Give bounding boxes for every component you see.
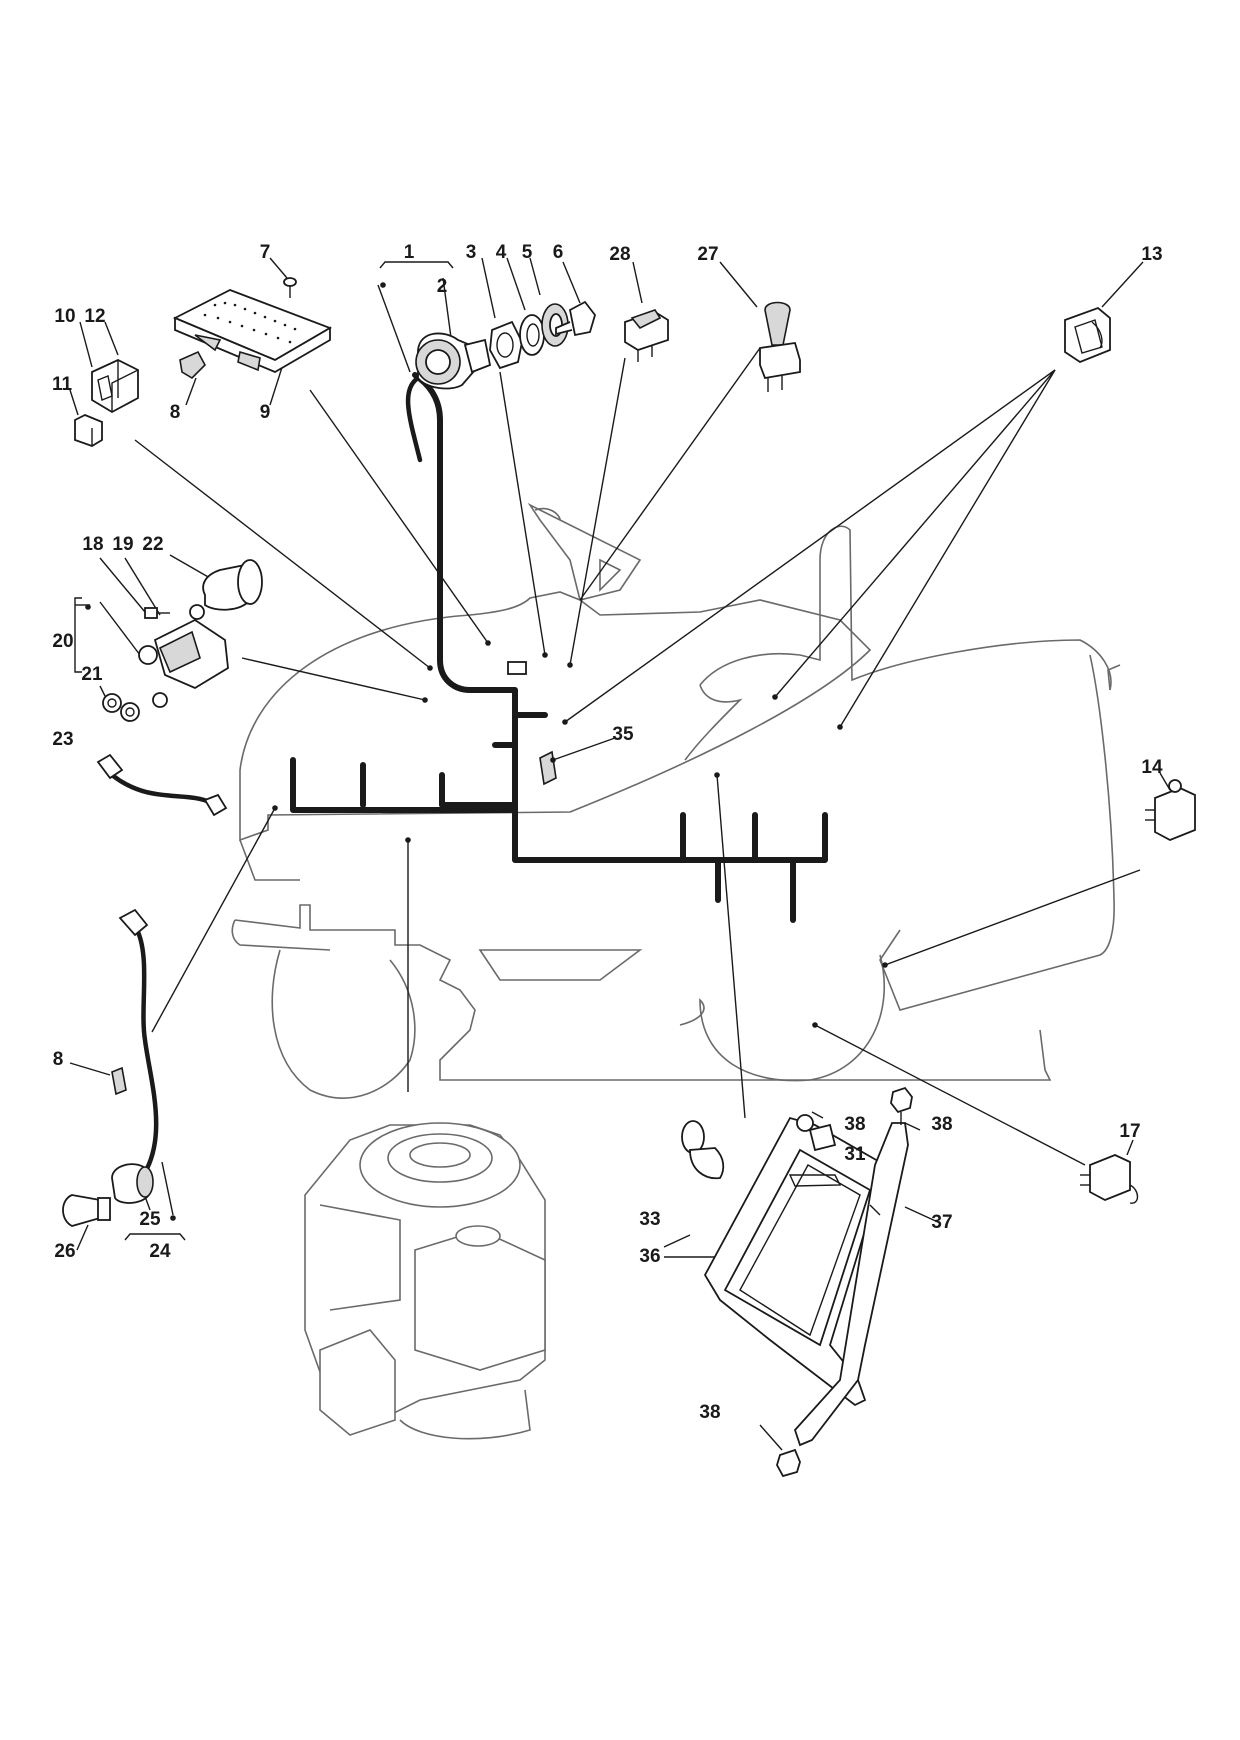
- part-22-boot: [202, 559, 263, 611]
- part-9-circuit-board: [172, 289, 333, 374]
- callout-14: 14: [1141, 757, 1163, 778]
- callout-27: 27: [697, 244, 718, 265]
- callout-7: 7: [260, 242, 271, 263]
- part-25-socket: [111, 1163, 154, 1204]
- part-5-ring: [541, 303, 569, 347]
- part-2-ignition-switch: [405, 332, 492, 463]
- callout-36: 36: [639, 1246, 660, 1267]
- callout-35: 35: [612, 724, 634, 745]
- callout-18: 18: [82, 534, 103, 555]
- part-11-fuse: [74, 414, 103, 447]
- callout-3: 3: [466, 242, 477, 263]
- frame-outline: [234, 904, 1052, 1081]
- leader-lines: [69, 257, 1171, 1451]
- footrest-outline: [478, 949, 643, 981]
- part-19-nut: [189, 604, 205, 620]
- callout-12: 12: [84, 306, 105, 327]
- tractor-body-outline: [231, 502, 1121, 1099]
- callout-5: 5: [522, 242, 533, 263]
- part-7-screw: [283, 277, 297, 298]
- callout-31: 31: [844, 1144, 866, 1165]
- rear-wheel-outline: [679, 954, 885, 1082]
- part-37-bracket: [793, 1122, 909, 1447]
- part-21-nuts: [102, 693, 140, 722]
- callout-9: 9: [260, 402, 271, 423]
- callout-24: 24: [149, 1241, 171, 1262]
- part-4-washer: [519, 314, 545, 356]
- callout-labels: 1 2 3 4 5 6 7 8 8 9 10 11 12 13 14 17 18…: [52, 242, 1163, 1423]
- callout-11: 11: [52, 374, 73, 395]
- part-33-boot: [681, 1120, 725, 1180]
- part-24-lamp-cable: [118, 908, 159, 1183]
- part-26-bulb: [62, 1194, 111, 1227]
- part-8-clip-lower: [111, 1066, 127, 1096]
- callout-13: 13: [1141, 244, 1162, 265]
- callout-17: 17: [1119, 1121, 1140, 1142]
- wiring-harness: [290, 372, 828, 923]
- part-18-bolt: [144, 607, 170, 619]
- part-31-clamp: [788, 1174, 842, 1187]
- callout-38-right: 38: [931, 1114, 952, 1135]
- part-20-solenoid: [138, 618, 229, 708]
- engine-outline: [304, 1122, 546, 1440]
- callout-33: 33: [639, 1209, 660, 1230]
- part-14-switch: [1145, 779, 1196, 841]
- callout-25: 25: [139, 1209, 161, 1230]
- rear-body-outline: [879, 654, 1115, 1011]
- part-6-key: [555, 300, 596, 337]
- seat-outline: [699, 525, 1112, 691]
- front-wheel-outline: [271, 949, 416, 1099]
- harness-main-run: [290, 372, 828, 863]
- part-13-switch: [1064, 306, 1111, 364]
- part-28-rocker-switch: [624, 309, 669, 362]
- part-27-choke-knob: [759, 301, 801, 392]
- callout-28: 28: [609, 244, 630, 265]
- callout-22: 22: [142, 534, 163, 555]
- part-38-nut-top: [890, 1086, 913, 1125]
- board-dots: [203, 301, 297, 344]
- hood-outline: [239, 591, 872, 842]
- callout-8-top: 8: [170, 402, 181, 423]
- callout-38-mid: 38: [844, 1114, 865, 1135]
- part-17-switch: [1080, 1154, 1139, 1204]
- callout-20: 20: [52, 631, 73, 652]
- callout-8-bottom: 8: [53, 1049, 64, 1070]
- callout-37: 37: [931, 1212, 952, 1233]
- callout-38-bottom: 38: [699, 1402, 720, 1423]
- harness-connector: [507, 661, 527, 675]
- callout-19: 19: [112, 534, 133, 555]
- callout-26: 26: [54, 1241, 75, 1262]
- callout-2: 2: [437, 276, 448, 297]
- callout-4: 4: [496, 242, 507, 263]
- callout-21: 21: [81, 664, 103, 685]
- leader-dots: [85, 282, 888, 1221]
- callout-6: 6: [553, 242, 564, 263]
- part-10-relay: [91, 359, 139, 414]
- part-23-cable: [96, 753, 228, 817]
- part-35-clip: [539, 750, 557, 786]
- callout-10: 10: [54, 306, 75, 327]
- steering-column: [527, 502, 642, 601]
- part-3-nut: [489, 320, 523, 370]
- part-8-clip: [179, 350, 206, 380]
- part-38-nut-bottom: [776, 1448, 801, 1478]
- callout-1: 1: [404, 242, 415, 263]
- callout-23: 23: [52, 729, 73, 750]
